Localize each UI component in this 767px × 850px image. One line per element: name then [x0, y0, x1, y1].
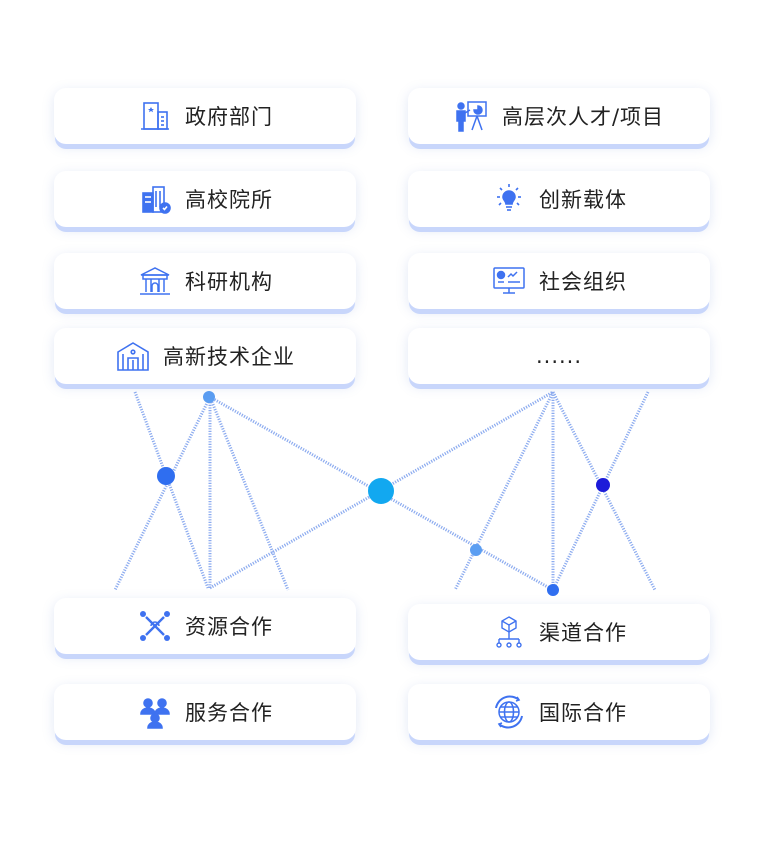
card-label: 国际合作 [539, 701, 627, 725]
network-line [208, 396, 290, 591]
card-label: 社会组织 [539, 270, 627, 294]
network-node [547, 584, 559, 596]
network-node [470, 544, 482, 556]
card-resource-coop[interactable]: 资源合作 [54, 598, 356, 654]
network-node [203, 391, 215, 403]
card-talent[interactable]: 高层次人才/项目 [408, 88, 710, 144]
network-line [551, 391, 657, 591]
network-node [596, 478, 610, 492]
card-enterprise[interactable]: 高新技术企业 [54, 328, 356, 384]
card-innovation[interactable]: 创新载体 [408, 171, 710, 227]
government-building-icon [137, 98, 173, 134]
research-institute-icon [137, 263, 173, 299]
monitor-dashboard-icon [491, 263, 527, 299]
card-label: 创新载体 [539, 188, 627, 212]
card-label: 高校院所 [185, 188, 273, 212]
card-label: 高新技术企业 [163, 345, 295, 369]
card-label-ellipsis: ...... [535, 344, 583, 368]
card-social-org[interactable]: 社会组织 [408, 253, 710, 309]
presenter-icon [454, 98, 490, 134]
card-label: 资源合作 [185, 615, 273, 639]
network-line [551, 391, 650, 591]
globe-icon [491, 694, 527, 730]
card-service-coop[interactable]: 服务合作 [54, 684, 356, 740]
enterprise-building-icon [115, 338, 151, 374]
card-label: 政府部门 [185, 105, 273, 129]
network-line [113, 396, 212, 591]
lightbulb-icon [491, 181, 527, 217]
card-government[interactable]: 政府部门 [54, 88, 356, 144]
network-node-center [368, 478, 394, 504]
network-line [209, 390, 554, 590]
network-line [133, 391, 210, 589]
network-line [209, 395, 554, 592]
network-node [157, 467, 175, 485]
card-research[interactable]: 科研机构 [54, 253, 356, 309]
card-label: 服务合作 [185, 701, 273, 725]
card-more[interactable]: ...... [408, 328, 710, 384]
channel-network-icon [491, 614, 527, 650]
resource-link-icon [137, 608, 173, 644]
card-international-coop[interactable]: 国际合作 [408, 684, 710, 740]
card-channel-coop[interactable]: 渠道合作 [408, 604, 710, 660]
card-label: 科研机构 [185, 270, 273, 294]
university-building-icon [137, 181, 173, 217]
card-university[interactable]: 高校院所 [54, 171, 356, 227]
network-line [453, 391, 555, 591]
card-label: 渠道合作 [539, 621, 627, 645]
card-label: 高层次人才/项目 [501, 105, 665, 129]
service-users-icon [137, 694, 173, 730]
